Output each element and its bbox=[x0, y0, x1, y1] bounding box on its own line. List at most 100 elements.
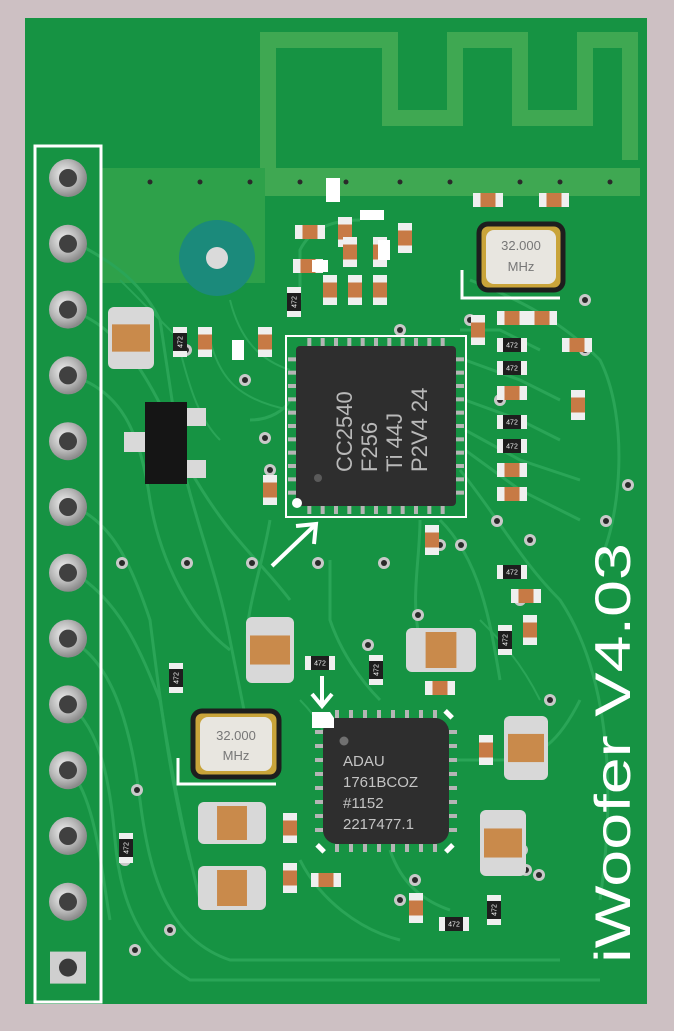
smd-capacitor bbox=[348, 275, 362, 305]
header-pin bbox=[49, 488, 87, 526]
chip-pin bbox=[405, 710, 409, 718]
resistor-marking: 472 bbox=[506, 366, 518, 373]
rf-chip-pin1-dot bbox=[314, 474, 322, 482]
smd-capacitor bbox=[497, 463, 527, 477]
chip-pin bbox=[456, 370, 464, 375]
chip-pin bbox=[456, 384, 464, 388]
resistor-marking: 472 bbox=[314, 661, 326, 668]
via bbox=[533, 869, 545, 881]
smd-capacitor bbox=[198, 327, 212, 357]
chip-pin bbox=[315, 800, 323, 804]
chip-pin bbox=[320, 338, 325, 346]
via bbox=[239, 374, 251, 386]
header-pin bbox=[49, 817, 87, 855]
chip-pin bbox=[363, 710, 367, 718]
via bbox=[362, 639, 374, 651]
via bbox=[455, 539, 467, 551]
via bbox=[116, 557, 128, 569]
smd-capacitor bbox=[479, 735, 493, 765]
crystal-top-unit: MHz bbox=[508, 259, 535, 274]
smd-capacitor bbox=[497, 311, 527, 325]
chip-pin bbox=[288, 397, 296, 402]
header-pin-square bbox=[50, 951, 86, 984]
ground-stitch-via bbox=[197, 179, 203, 185]
white-chip-parts bbox=[232, 178, 390, 360]
resistor: 472 bbox=[369, 655, 383, 685]
via bbox=[259, 432, 271, 444]
smd-capacitor bbox=[527, 311, 557, 325]
chip-pin bbox=[307, 338, 312, 346]
chip-pin bbox=[288, 424, 296, 428]
ground-stitch-via bbox=[517, 179, 523, 185]
chip-pin bbox=[377, 844, 381, 852]
chip-pin bbox=[315, 758, 323, 762]
dsp-chip-pins bbox=[315, 710, 457, 852]
chip-pin bbox=[335, 710, 339, 718]
ground-stitch-via bbox=[147, 179, 153, 185]
rf-chip-line-3: Ti 44J bbox=[382, 413, 407, 472]
chip-pin bbox=[440, 506, 445, 514]
smd-capacitor bbox=[295, 225, 325, 239]
header-pin bbox=[49, 553, 87, 592]
via bbox=[312, 557, 324, 569]
chip-pin bbox=[334, 338, 338, 346]
via bbox=[164, 924, 176, 936]
capacitor bbox=[246, 617, 294, 683]
smd-capacitor bbox=[258, 327, 272, 357]
via bbox=[246, 557, 258, 569]
header-pin bbox=[49, 422, 87, 461]
chip-pin bbox=[288, 464, 296, 468]
capacitor bbox=[198, 802, 266, 844]
rf-chip-silk-dot bbox=[292, 498, 302, 508]
header-pin bbox=[49, 356, 87, 395]
via bbox=[600, 515, 612, 527]
chip-pin bbox=[456, 477, 464, 482]
chip-pin bbox=[449, 772, 457, 776]
resistor: 472 bbox=[497, 338, 527, 352]
dsp-chip-body bbox=[323, 718, 449, 844]
via bbox=[409, 874, 421, 886]
smd-capacitor bbox=[511, 589, 541, 603]
resistor: 472 bbox=[497, 415, 527, 429]
chip-pin bbox=[400, 338, 405, 346]
resistor-marking: 472 bbox=[506, 444, 518, 451]
chip-pin bbox=[315, 772, 323, 776]
via bbox=[491, 515, 503, 527]
resistor: 472 bbox=[119, 833, 133, 863]
chip-pin bbox=[288, 490, 296, 495]
via bbox=[131, 784, 143, 796]
chip-pin bbox=[360, 338, 365, 346]
header-pin bbox=[49, 685, 87, 724]
board-version-label: iWoofer V4.03 bbox=[585, 543, 641, 963]
chip-pin bbox=[449, 800, 457, 804]
pin1-arrow-rf bbox=[270, 521, 319, 568]
resistor: 472 bbox=[439, 917, 469, 931]
resistor: 472 bbox=[497, 361, 527, 375]
via bbox=[622, 479, 634, 491]
resistor-marking: 472 bbox=[506, 570, 518, 577]
chip-pin bbox=[456, 397, 464, 402]
header-pin bbox=[49, 882, 87, 921]
smd-capacitor bbox=[323, 275, 337, 305]
chip-pin bbox=[334, 506, 338, 514]
sot-transistor bbox=[124, 402, 206, 484]
resistor: 472 bbox=[487, 895, 501, 925]
smd-capacitor bbox=[562, 338, 592, 352]
smd-capacitor bbox=[311, 873, 341, 887]
chip-pin bbox=[405, 844, 409, 852]
header-pin bbox=[49, 290, 87, 329]
smd-capacitor bbox=[539, 193, 569, 207]
header-pin bbox=[49, 159, 87, 197]
via bbox=[544, 694, 556, 706]
resistor-marking: 472 bbox=[503, 634, 510, 646]
chip-pin bbox=[449, 786, 457, 790]
via bbox=[394, 894, 406, 906]
resistor: 472 bbox=[287, 287, 301, 317]
crystal-bottom-unit: MHz bbox=[223, 748, 250, 763]
smd-capacitor bbox=[373, 275, 387, 305]
via bbox=[412, 609, 424, 621]
dsp-chip-pin1-dot bbox=[339, 736, 349, 746]
